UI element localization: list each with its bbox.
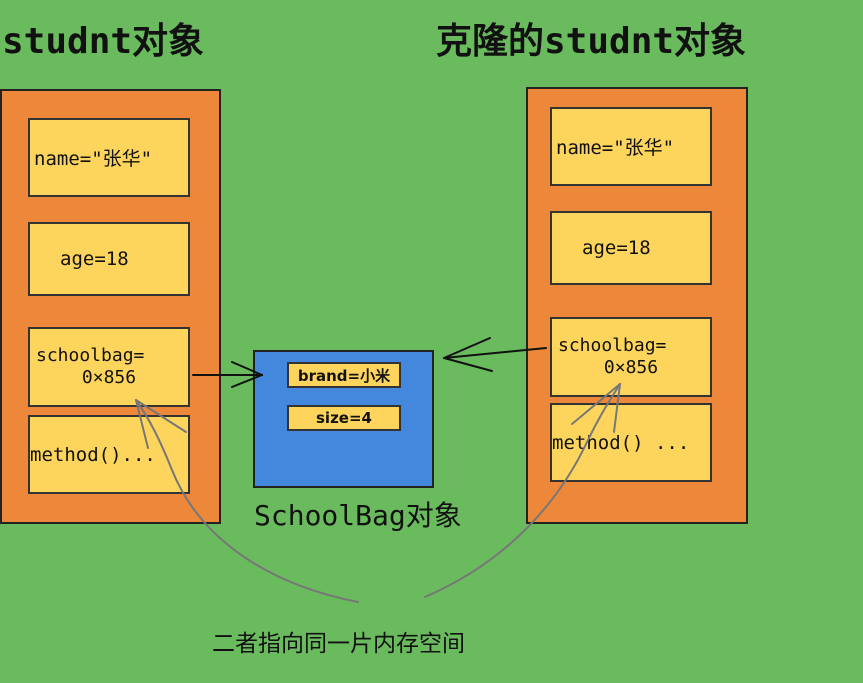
left-reference-arrow [192,361,263,388]
right-pointer-curve [424,383,621,598]
size-field: size=4 [287,405,401,431]
right-reference-arrow [443,337,547,372]
schoolbag-object-label: SchoolBag对象 [254,499,462,532]
right-schoolbag-field: schoolbag= 0×856 [550,317,712,397]
left-name-field: name="张华" [28,118,190,197]
left-method-field: method()... [28,415,190,494]
right-name-field: name="张华" [550,107,712,186]
brand-field: brand=小米 [287,362,401,388]
right-method-field: method() ... [550,403,712,482]
left-schoolbag-address: 0×856 [81,367,137,388]
schoolbag-object-panel: brand=小米 size=4 [253,350,434,488]
right-object-panel: name="张华" age=18 schoolbag= 0×856 method… [526,87,748,524]
left-age-field: age=18 [28,222,190,296]
shared-memory-caption: 二者指向同一片内存空间 [212,631,465,657]
left-pointer-curve [135,399,359,603]
right-object-title: 克隆的studnt对象 [436,21,747,62]
left-schoolbag-label: schoolbag= [36,344,145,366]
left-schoolbag-field: schoolbag= 0×856 [28,327,190,407]
right-schoolbag-label: schoolbag= [558,334,667,356]
left-object-title: studnt对象 [2,21,205,62]
left-object-panel: name="张华" age=18 schoolbag= 0×856 method… [0,89,221,524]
right-schoolbag-address: 0×856 [603,357,659,378]
right-age-field: age=18 [550,211,712,285]
